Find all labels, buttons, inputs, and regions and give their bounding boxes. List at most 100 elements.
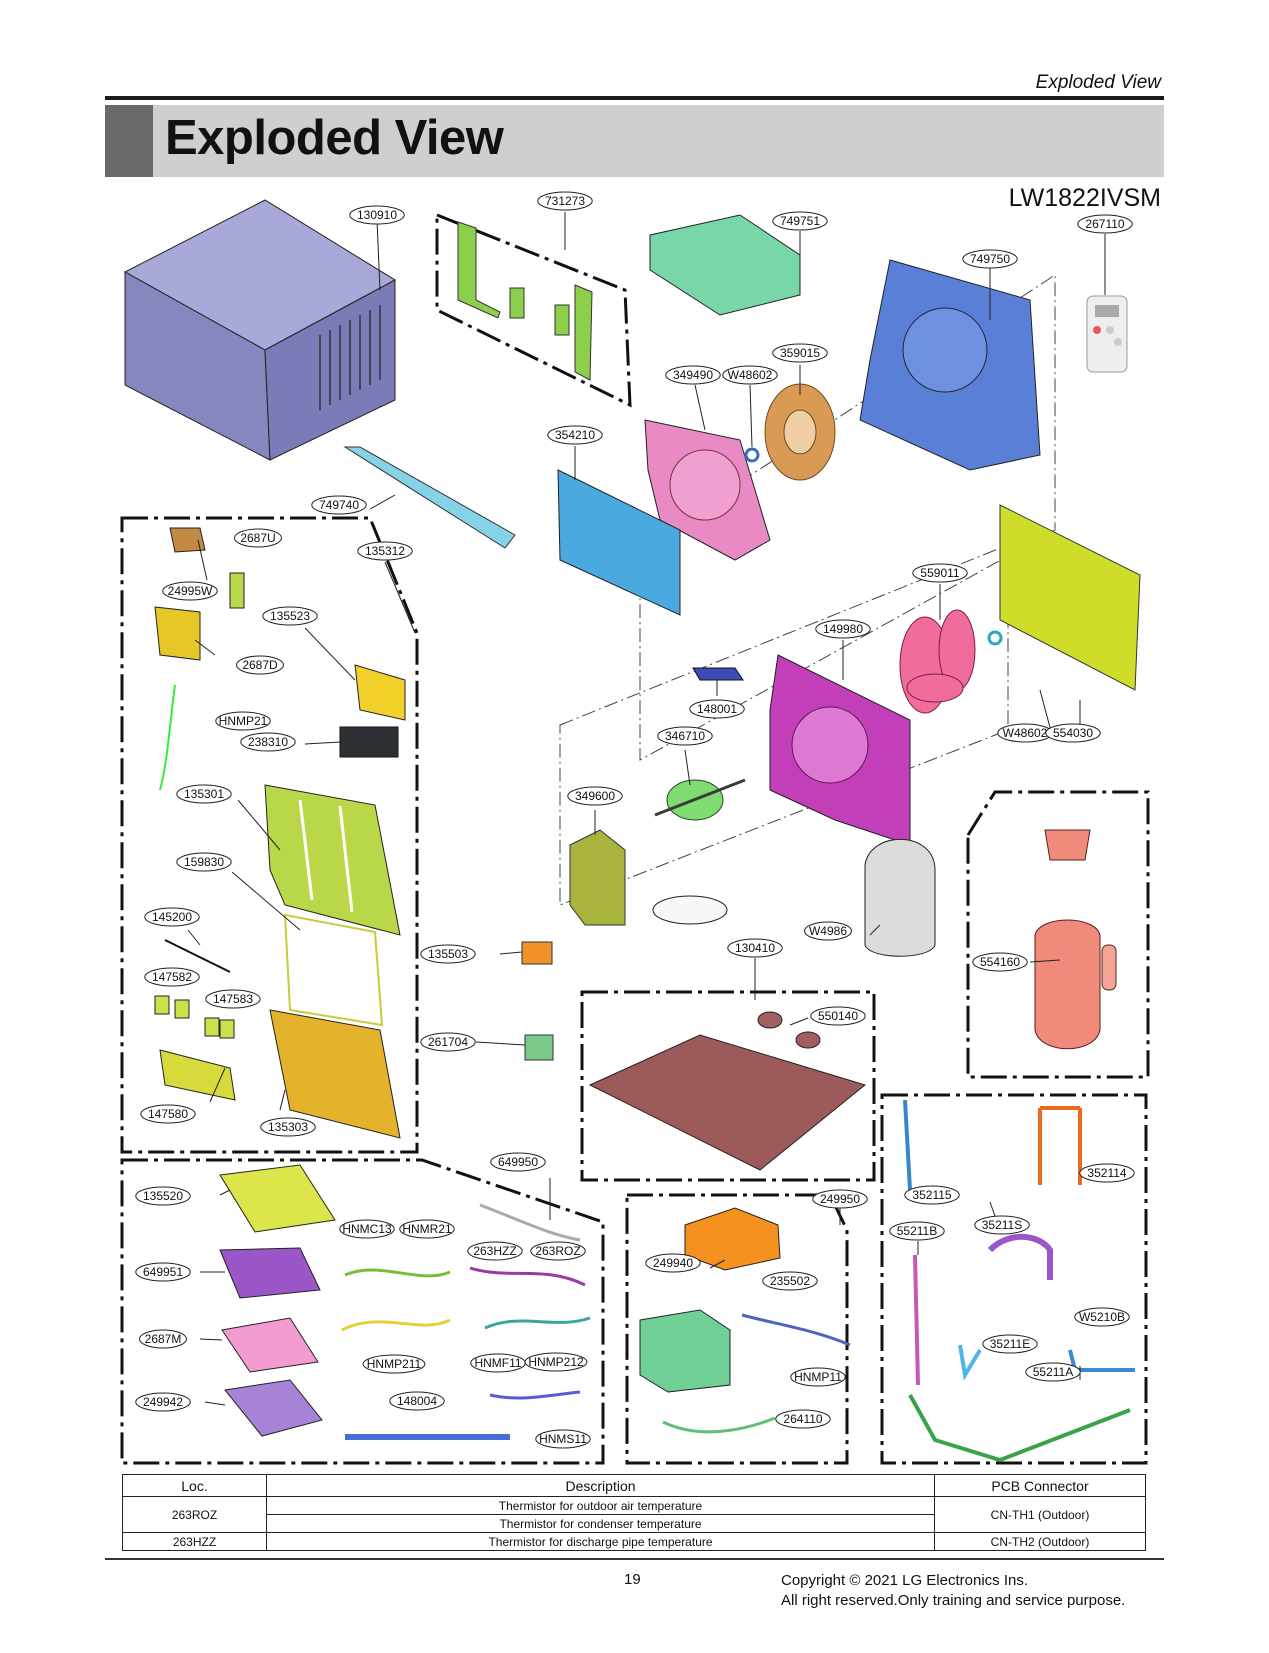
display-module-illustration <box>339 726 399 758</box>
callout-text: 249940 <box>653 1256 693 1270</box>
callout-bubble <box>144 907 200 927</box>
callout-bubble <box>262 606 318 626</box>
callout-bubble <box>537 191 593 211</box>
callout-bubble <box>176 852 232 872</box>
callout-bubble <box>420 1032 476 1052</box>
callout-261704: 261704 <box>420 1032 476 1052</box>
header-description: Description <box>266 1474 935 1497</box>
row-loc: 263HZZ <box>122 1532 267 1551</box>
callout-text: 135523 <box>270 609 310 623</box>
copyright-line-1: Copyright © 2021 LG Electronics Ins. <box>781 1572 1029 1589</box>
callout-text: 749751 <box>780 214 820 228</box>
callout-text: 159830 <box>184 855 224 869</box>
callout-bubble <box>524 1352 588 1372</box>
callout-554030: 554030 <box>1045 723 1101 743</box>
callout-text: HNMS11 <box>539 1432 587 1446</box>
callout-text: 238310 <box>248 735 288 749</box>
copyright-line-2: All right reserved.Only training and ser… <box>781 1592 1126 1609</box>
callout-bubble <box>790 1367 846 1387</box>
callout-bubble <box>727 938 783 958</box>
callout-130410: 130410 <box>727 938 783 958</box>
callout-55211a: 55211A <box>1025 1362 1081 1382</box>
callout-w48602: W48602 <box>722 365 778 385</box>
row-desc: Thermistor for discharge pipe temperatur… <box>266 1532 935 1551</box>
callout-bubble <box>567 786 623 806</box>
callout-135301: 135301 <box>176 784 232 804</box>
callout-147580: 147580 <box>140 1104 196 1124</box>
callout-text: 352115 <box>912 1188 951 1202</box>
insulation-illustration <box>864 838 936 957</box>
callout-text: HNMP211 <box>367 1357 422 1371</box>
callout-bubble <box>904 1185 960 1205</box>
callout-hnmp21: HNMP21 <box>215 711 271 731</box>
callout-hnmf11: HNMF11 <box>470 1353 526 1373</box>
callout-text: 352114 <box>1087 1166 1126 1180</box>
callout-text: 135303 <box>268 1120 308 1134</box>
callout-bubble <box>665 365 721 385</box>
callout-267110: 267110 <box>1077 214 1133 234</box>
callout-text: 749740 <box>319 498 359 512</box>
callout-bubble <box>240 732 296 752</box>
callout-238310: 238310 <box>240 732 296 752</box>
callout-text: W48602 <box>728 368 773 382</box>
callout-w48602: W48602 <box>997 723 1053 743</box>
row-desc: Thermistor for condenser temperature <box>266 1514 935 1533</box>
group-box-compressor <box>966 790 1150 1079</box>
callout-bubble <box>962 249 1018 269</box>
callout-bubble <box>490 1152 546 1172</box>
callout-text: 135312 <box>365 544 405 558</box>
callout-text: 749750 <box>970 252 1010 266</box>
callout-149980: 149980 <box>815 619 871 639</box>
callout-bubble <box>140 1104 196 1124</box>
motor-bracket-illustration <box>569 829 626 926</box>
callout-text: W4986 <box>809 924 847 938</box>
callout-35211s: 35211S <box>974 1215 1030 1235</box>
callout-bubble <box>1077 214 1133 234</box>
callout-130910: 130910 <box>349 205 405 225</box>
callout-bubble <box>215 711 271 731</box>
outdoor-fan-illustration <box>899 609 976 714</box>
callout-bubble <box>205 989 261 1009</box>
callout-bubble <box>530 1241 586 1261</box>
callout-text: 554160 <box>980 955 1020 969</box>
callout-159830: 159830 <box>176 852 232 872</box>
callout-text: 24995W <box>168 584 213 598</box>
callout-bubble <box>236 655 284 675</box>
filter-illustration <box>283 913 384 1027</box>
table-row: 263HZZ Thermistor for discharge pipe tem… <box>122 1532 1146 1551</box>
callout-bubble <box>357 541 413 561</box>
callout-bubble <box>535 1429 591 1449</box>
callout-text: 149980 <box>823 622 863 636</box>
callout-text: 55211A <box>1033 1365 1073 1379</box>
base-rail-illustration <box>343 446 516 549</box>
callout-text: 135503 <box>428 947 468 961</box>
callout-bubble <box>139 1329 187 1349</box>
callout-264110: 264110 <box>775 1409 831 1429</box>
callout-text: 148001 <box>697 702 737 716</box>
callout-text: W5210B <box>1079 1310 1125 1324</box>
callout-text: 55211B <box>897 1224 937 1238</box>
callout-bubble <box>815 619 871 639</box>
callout-text: 135520 <box>143 1189 183 1203</box>
callout-w5210b: W5210B <box>1074 1307 1130 1327</box>
callout-352115: 352115 <box>904 1185 960 1205</box>
callout-bubble <box>1074 1307 1130 1327</box>
callout-text: 354210 <box>555 428 595 442</box>
callout-bubble <box>762 1271 818 1291</box>
callout-bubble <box>135 1392 191 1412</box>
callout-349600: 349600 <box>567 786 623 806</box>
callout-text: 359015 <box>780 346 820 360</box>
callout-bubble <box>339 1219 395 1239</box>
pcb-illustration <box>221 1317 319 1373</box>
callout-hnmr21: HNMR21 <box>399 1219 455 1239</box>
callout-text: 263HZZ <box>473 1244 516 1258</box>
callout-text: 550140 <box>818 1009 858 1023</box>
callout-bubble <box>349 205 405 225</box>
compressor-illustration <box>1034 829 1117 1050</box>
row-pcb: CN-TH1 (Outdoor) <box>934 1496 1146 1533</box>
callout-text: 649951 <box>143 1265 183 1279</box>
callout-text: 35211S <box>982 1218 1022 1232</box>
callout-text: 147583 <box>213 992 253 1006</box>
outdoor-box-illustration <box>639 1309 731 1393</box>
